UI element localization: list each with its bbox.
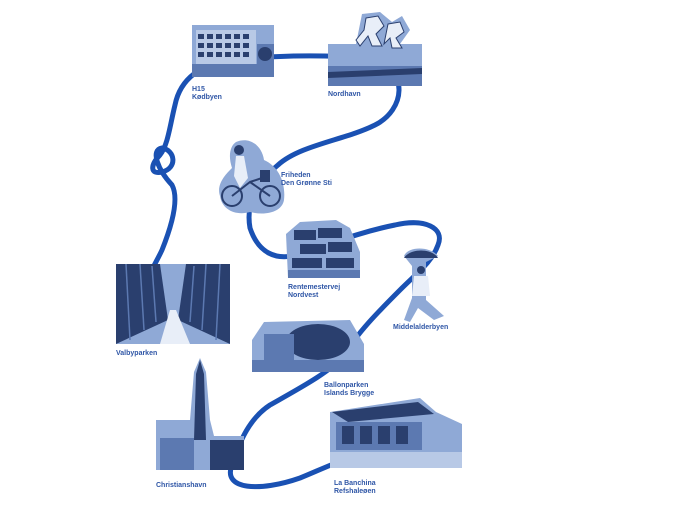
cyclist-photo: [219, 140, 285, 214]
tree-avenue-photo: [116, 263, 230, 344]
location-label-nordhavn: Nordhavn: [328, 91, 361, 98]
church-spire-photo: [156, 358, 244, 470]
building-photo: [192, 25, 274, 77]
balloon-pavilion-photo: [252, 320, 364, 372]
umbrella-walker-photo: [404, 248, 444, 322]
sculpture-photo: [328, 12, 422, 86]
harbour-kiosk-photo: [330, 398, 462, 468]
container-building-photo: [286, 220, 360, 278]
location-label-middelalderbyen: Middelalderbyen: [393, 324, 449, 331]
location-label-christianshavn: Christianshavn: [156, 482, 207, 489]
location-label-valbyparken: Valbyparken: [116, 350, 158, 357]
